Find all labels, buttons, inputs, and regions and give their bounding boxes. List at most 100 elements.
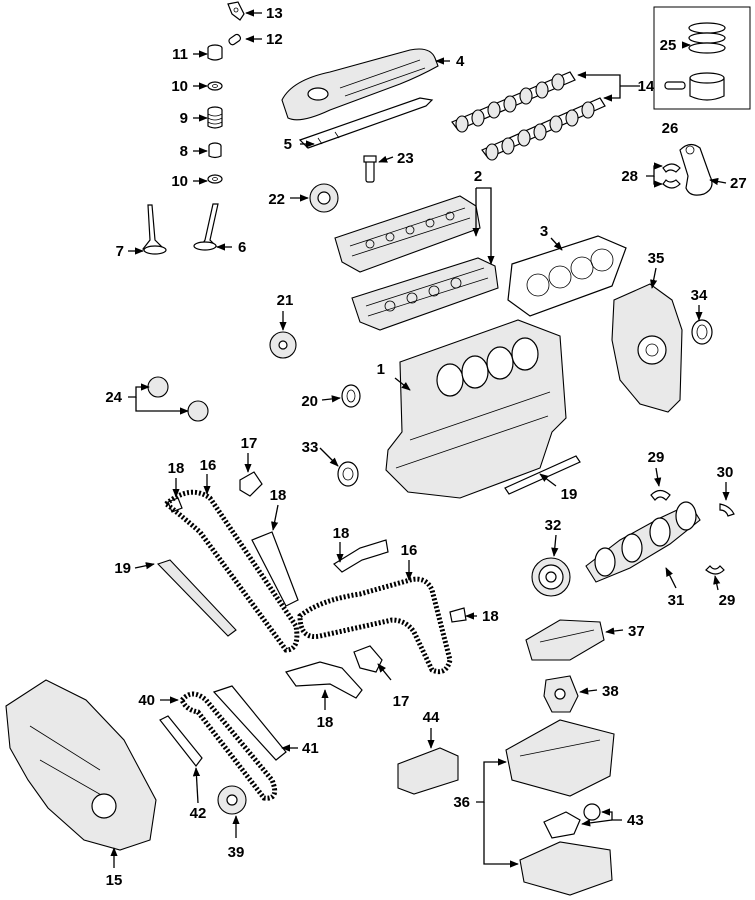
- callout-21: 21: [277, 292, 294, 309]
- callout-32: 32: [545, 517, 562, 534]
- callout-2: 2: [474, 168, 482, 185]
- chain-guide-lower-part: [353, 645, 383, 673]
- callout-7: 7: [116, 243, 124, 260]
- tensioner-rail-upper-part: [333, 539, 389, 573]
- lash-adjuster-part: [228, 33, 242, 46]
- callout-35: 35: [648, 250, 665, 267]
- callout-18c: 18: [333, 525, 350, 542]
- camshaft-upper-part: [451, 71, 576, 133]
- valve-cover-part: [281, 48, 439, 121]
- crankshaft-damper-part: [531, 557, 571, 597]
- callout-16b: 16: [401, 542, 418, 559]
- callout-34: 34: [691, 287, 708, 304]
- cylinder-head-lower-part: [351, 257, 499, 331]
- windage-tray-part: [525, 619, 605, 661]
- callout-14: 14: [638, 78, 655, 95]
- valve-spring-part: [207, 106, 223, 129]
- callout-10b: 10: [171, 173, 188, 190]
- engine-control-module-part: [397, 747, 459, 795]
- callout-18e: 18: [317, 714, 334, 731]
- vacuum-pump-part: [309, 183, 339, 213]
- callout-15: 15: [106, 872, 123, 889]
- oil-pan-lower-part: [519, 841, 613, 896]
- callout-28: 28: [621, 168, 638, 185]
- callout-5: 5: [284, 136, 292, 153]
- callout-24: 24: [105, 389, 122, 406]
- tensioner-bolt-part: [449, 607, 467, 623]
- callout-39: 39: [228, 844, 245, 861]
- rear-crank-seal-part: [341, 384, 361, 408]
- callout-19a: 19: [114, 560, 131, 577]
- front-crank-seal-part: [691, 319, 713, 345]
- callout-8: 8: [180, 143, 188, 160]
- timing-chain-secondary-part: [297, 576, 453, 675]
- connecting-rod-part: [662, 143, 713, 196]
- main-bearing-lower-part: [705, 565, 725, 575]
- callout-18d: 18: [482, 608, 499, 625]
- callout-22: 22: [268, 191, 285, 208]
- callout-19b: 19: [561, 486, 578, 503]
- valve-washer-part: [207, 81, 223, 91]
- callout-17a: 17: [241, 435, 258, 452]
- callout-33: 33: [302, 439, 319, 456]
- callout-29a: 29: [648, 449, 665, 466]
- tensioner-rail-lower-part: [285, 661, 363, 699]
- valve-lifter-part: [207, 44, 223, 61]
- callout-1: 1: [377, 361, 385, 378]
- callout-36: 36: [453, 794, 470, 811]
- thrust-bearing-part: [719, 503, 735, 517]
- timing-case-cover-part: [611, 283, 683, 413]
- callout-29b: 29: [719, 592, 736, 609]
- oil-pan-upper-part: [505, 719, 615, 797]
- callout-labels: 1 2 3 4 5 6 7 8 9 10 10 11 12 13 14 15 1…: [105, 5, 746, 889]
- callout-9: 9: [180, 110, 188, 127]
- callout-44: 44: [423, 709, 440, 726]
- oil-strainer-part: [543, 803, 601, 839]
- chain-guide-rail-part: [156, 559, 237, 637]
- camshaft-sensor-part: [363, 155, 377, 183]
- callout-16a: 16: [200, 457, 217, 474]
- callout-42: 42: [190, 805, 207, 822]
- callout-25: 25: [660, 37, 677, 54]
- oil-pump-part: [543, 675, 579, 713]
- callout-23: 23: [397, 150, 414, 167]
- cylinder-head-upper-part: [334, 195, 481, 273]
- callout-18a: 18: [168, 460, 185, 477]
- camshaft-adjuster-part: [147, 376, 209, 422]
- oil-pump-sprocket-part: [217, 785, 247, 815]
- parts-layer: [5, 1, 751, 896]
- leader-lines: [110, 9, 730, 868]
- main-bearing-upper-part: [650, 489, 671, 501]
- callout-4: 4: [456, 53, 465, 70]
- chain-tensioner-rail-part: [251, 531, 299, 607]
- oil-pump-chain-guide-part: [159, 715, 203, 767]
- callout-37: 37: [628, 623, 645, 640]
- valve-seal-part: [208, 142, 222, 159]
- callout-30: 30: [717, 464, 734, 481]
- callout-10a: 10: [171, 78, 188, 95]
- callout-3: 3: [540, 223, 548, 240]
- timing-chain-primary-part: [161, 489, 300, 653]
- valve-washer-lower-part: [207, 174, 223, 184]
- callout-18b: 18: [270, 487, 287, 504]
- exhaust-valve-part: [142, 204, 167, 255]
- callout-41: 41: [302, 740, 319, 757]
- piston-kit-box: [653, 6, 751, 110]
- crankshaft-part: [585, 501, 701, 583]
- callout-11: 11: [172, 46, 188, 63]
- callout-43: 43: [627, 812, 644, 829]
- callout-13: 13: [266, 5, 283, 22]
- intake-valve-part: [193, 203, 219, 251]
- head-gasket-part: [507, 235, 627, 317]
- lower-timing-cover-part: [5, 679, 157, 851]
- callout-27: 27: [730, 175, 747, 192]
- callout-17b: 17: [393, 693, 410, 710]
- callout-20: 20: [301, 393, 318, 410]
- oil-pump-chain-part: [179, 691, 278, 801]
- chain-guide-part: [239, 471, 263, 497]
- callout-12: 12: [266, 31, 283, 48]
- rocker-arm-part: [227, 1, 245, 21]
- callout-38: 38: [602, 683, 619, 700]
- callout-6: 6: [238, 239, 246, 256]
